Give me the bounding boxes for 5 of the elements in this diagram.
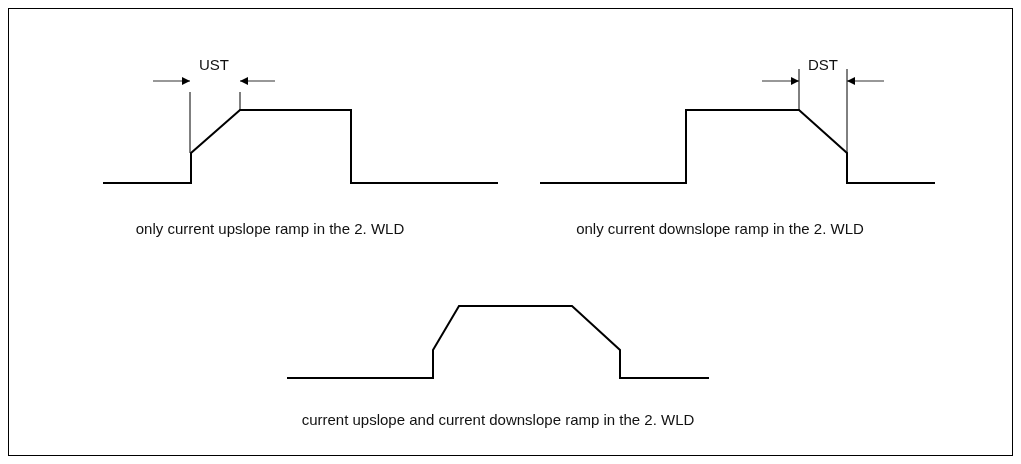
waveform-caption: only current upslope ramp in the 2. WLD [135,220,405,238]
waveform-caption: current upslope and current downslope ramp in the 2. WLD [301,411,695,429]
waveform-caption: only current downslope ramp in the 2. WLD [576,220,864,238]
dimension-label: UST [199,56,229,74]
dimension-label: DST [808,56,838,74]
